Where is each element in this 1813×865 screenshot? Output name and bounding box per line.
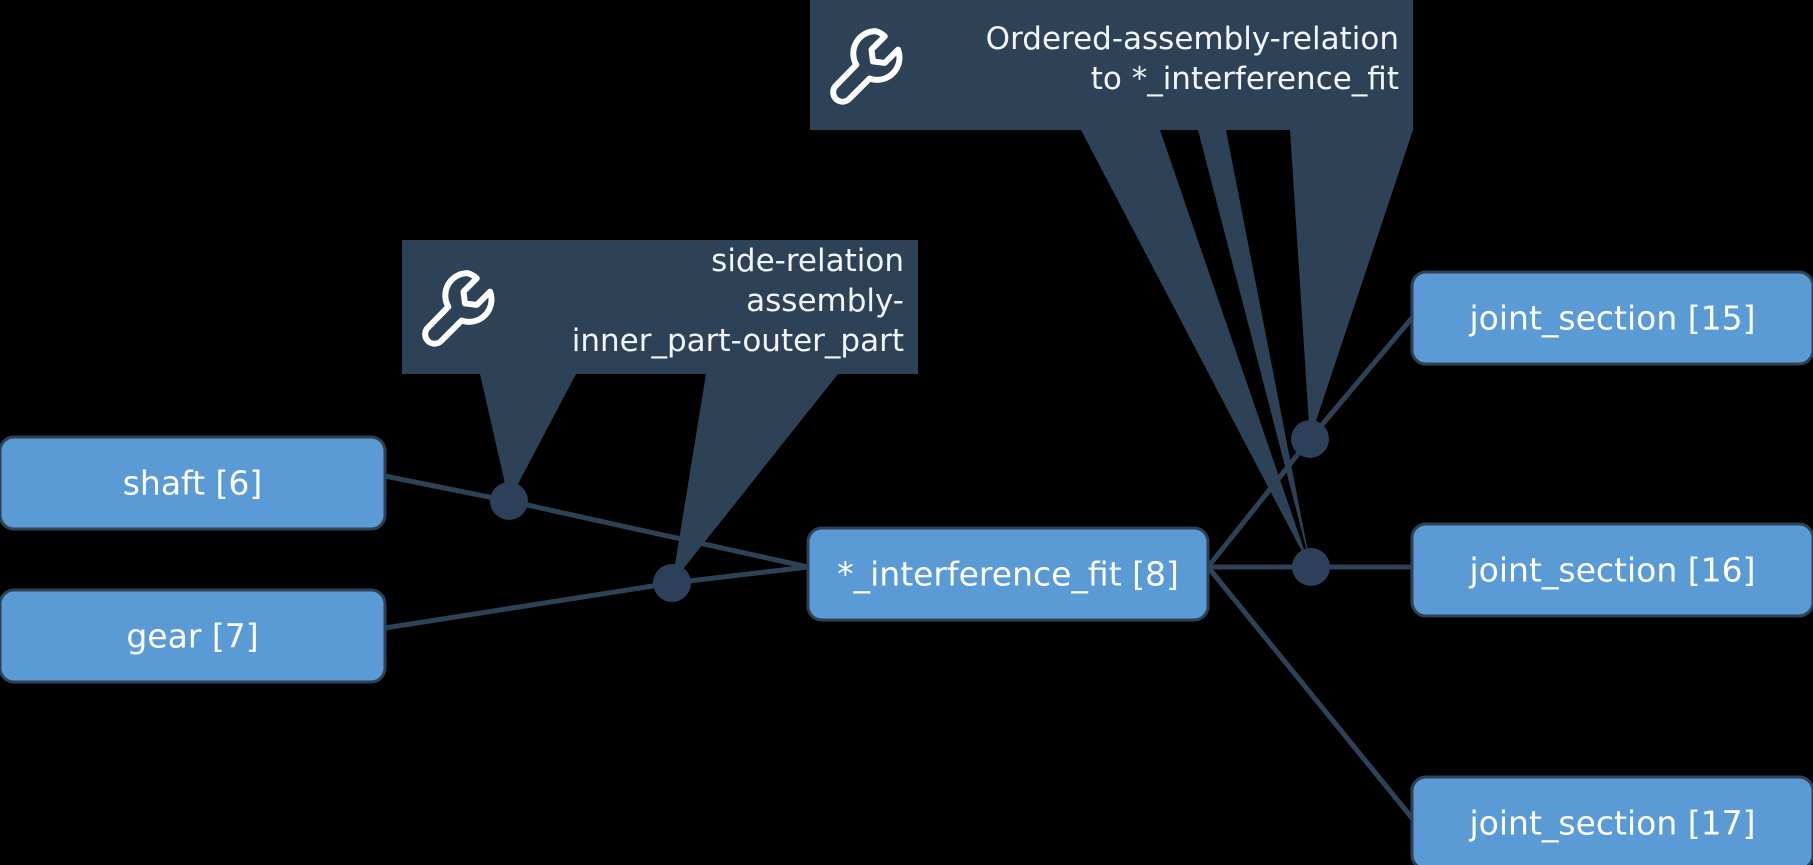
tooltip-line: side-relation (711, 243, 904, 279)
node-box[interactable] (1410, 522, 1813, 618)
node-js15[interactable]: joint_section [15] (1410, 270, 1813, 366)
node-gear[interactable]: gear [7] (0, 588, 387, 684)
edge-fit-js17 (1205, 564, 1415, 821)
node-box[interactable] (1410, 270, 1813, 366)
node-label: shaft [6] (123, 464, 263, 503)
tooltip-line: to *_interference_fit (1091, 61, 1399, 97)
node-js17[interactable]: joint_section [17] (1410, 775, 1813, 865)
node-label: joint_section [15] (1469, 299, 1756, 338)
edge-shaft-hub-a (382, 473, 512, 504)
node-box[interactable] (806, 526, 1210, 622)
node-label: joint_section [16] (1469, 551, 1756, 590)
tooltip-line: inner_part-outer_part (572, 323, 904, 359)
edge-layer (382, 315, 1415, 821)
hub-layer[interactable] (490, 420, 1330, 602)
pointer-to-hub-d (1290, 130, 1413, 439)
node-layer[interactable]: shaft [6] gear [7] *_interference_fit [8] j… (0, 270, 1813, 865)
edge-hub-a-dot[interactable] (490, 482, 528, 520)
node-fit[interactable]: *_interference_fit [8] (806, 526, 1210, 622)
node-label: joint_section [17] (1469, 804, 1756, 843)
node-shaft[interactable]: shaft [6] (0, 435, 387, 531)
node-label: gear [7] (126, 617, 258, 656)
node-js16[interactable]: joint_section [16] (1410, 522, 1813, 618)
edge-hub-c-dot[interactable] (1291, 420, 1329, 458)
edge-gear-hub-b (382, 580, 675, 631)
pointer-to-hub-b (672, 374, 838, 583)
node-box[interactable] (1410, 775, 1813, 865)
tooltip-line: Ordered-assembly-relation (986, 21, 1399, 57)
tooltip-background[interactable] (810, 0, 1413, 130)
edge-fit-hub-c (1205, 436, 1313, 570)
edge-hub-b-dot[interactable] (653, 564, 691, 602)
tooltip-side-relation[interactable]: side-relation assembly-inner_part-outer_p… (402, 240, 918, 374)
edge-hub-c-js15 (1307, 315, 1415, 442)
node-box[interactable] (0, 588, 387, 684)
node-box[interactable] (0, 435, 387, 531)
edge-hub-b-fit (669, 564, 811, 586)
tooltip-layer[interactable]: Ordered-assembly-relation to *_interferen… (402, 0, 1413, 374)
node-label: *_interference_fit [8] (837, 555, 1179, 594)
tooltip-line: assembly- (746, 283, 904, 319)
pointer-to-hub-c (1198, 130, 1311, 567)
edge-hub-a-fit (506, 498, 811, 570)
tooltip-ordered-assembly[interactable]: Ordered-assembly-relation to *_interferen… (810, 0, 1413, 130)
tooltip-pointer-layer (480, 130, 1413, 583)
edge-hub-d-dot[interactable] (1292, 548, 1330, 586)
pointer-to-fit (1081, 130, 1310, 567)
pointer-to-hub-a (480, 374, 576, 501)
